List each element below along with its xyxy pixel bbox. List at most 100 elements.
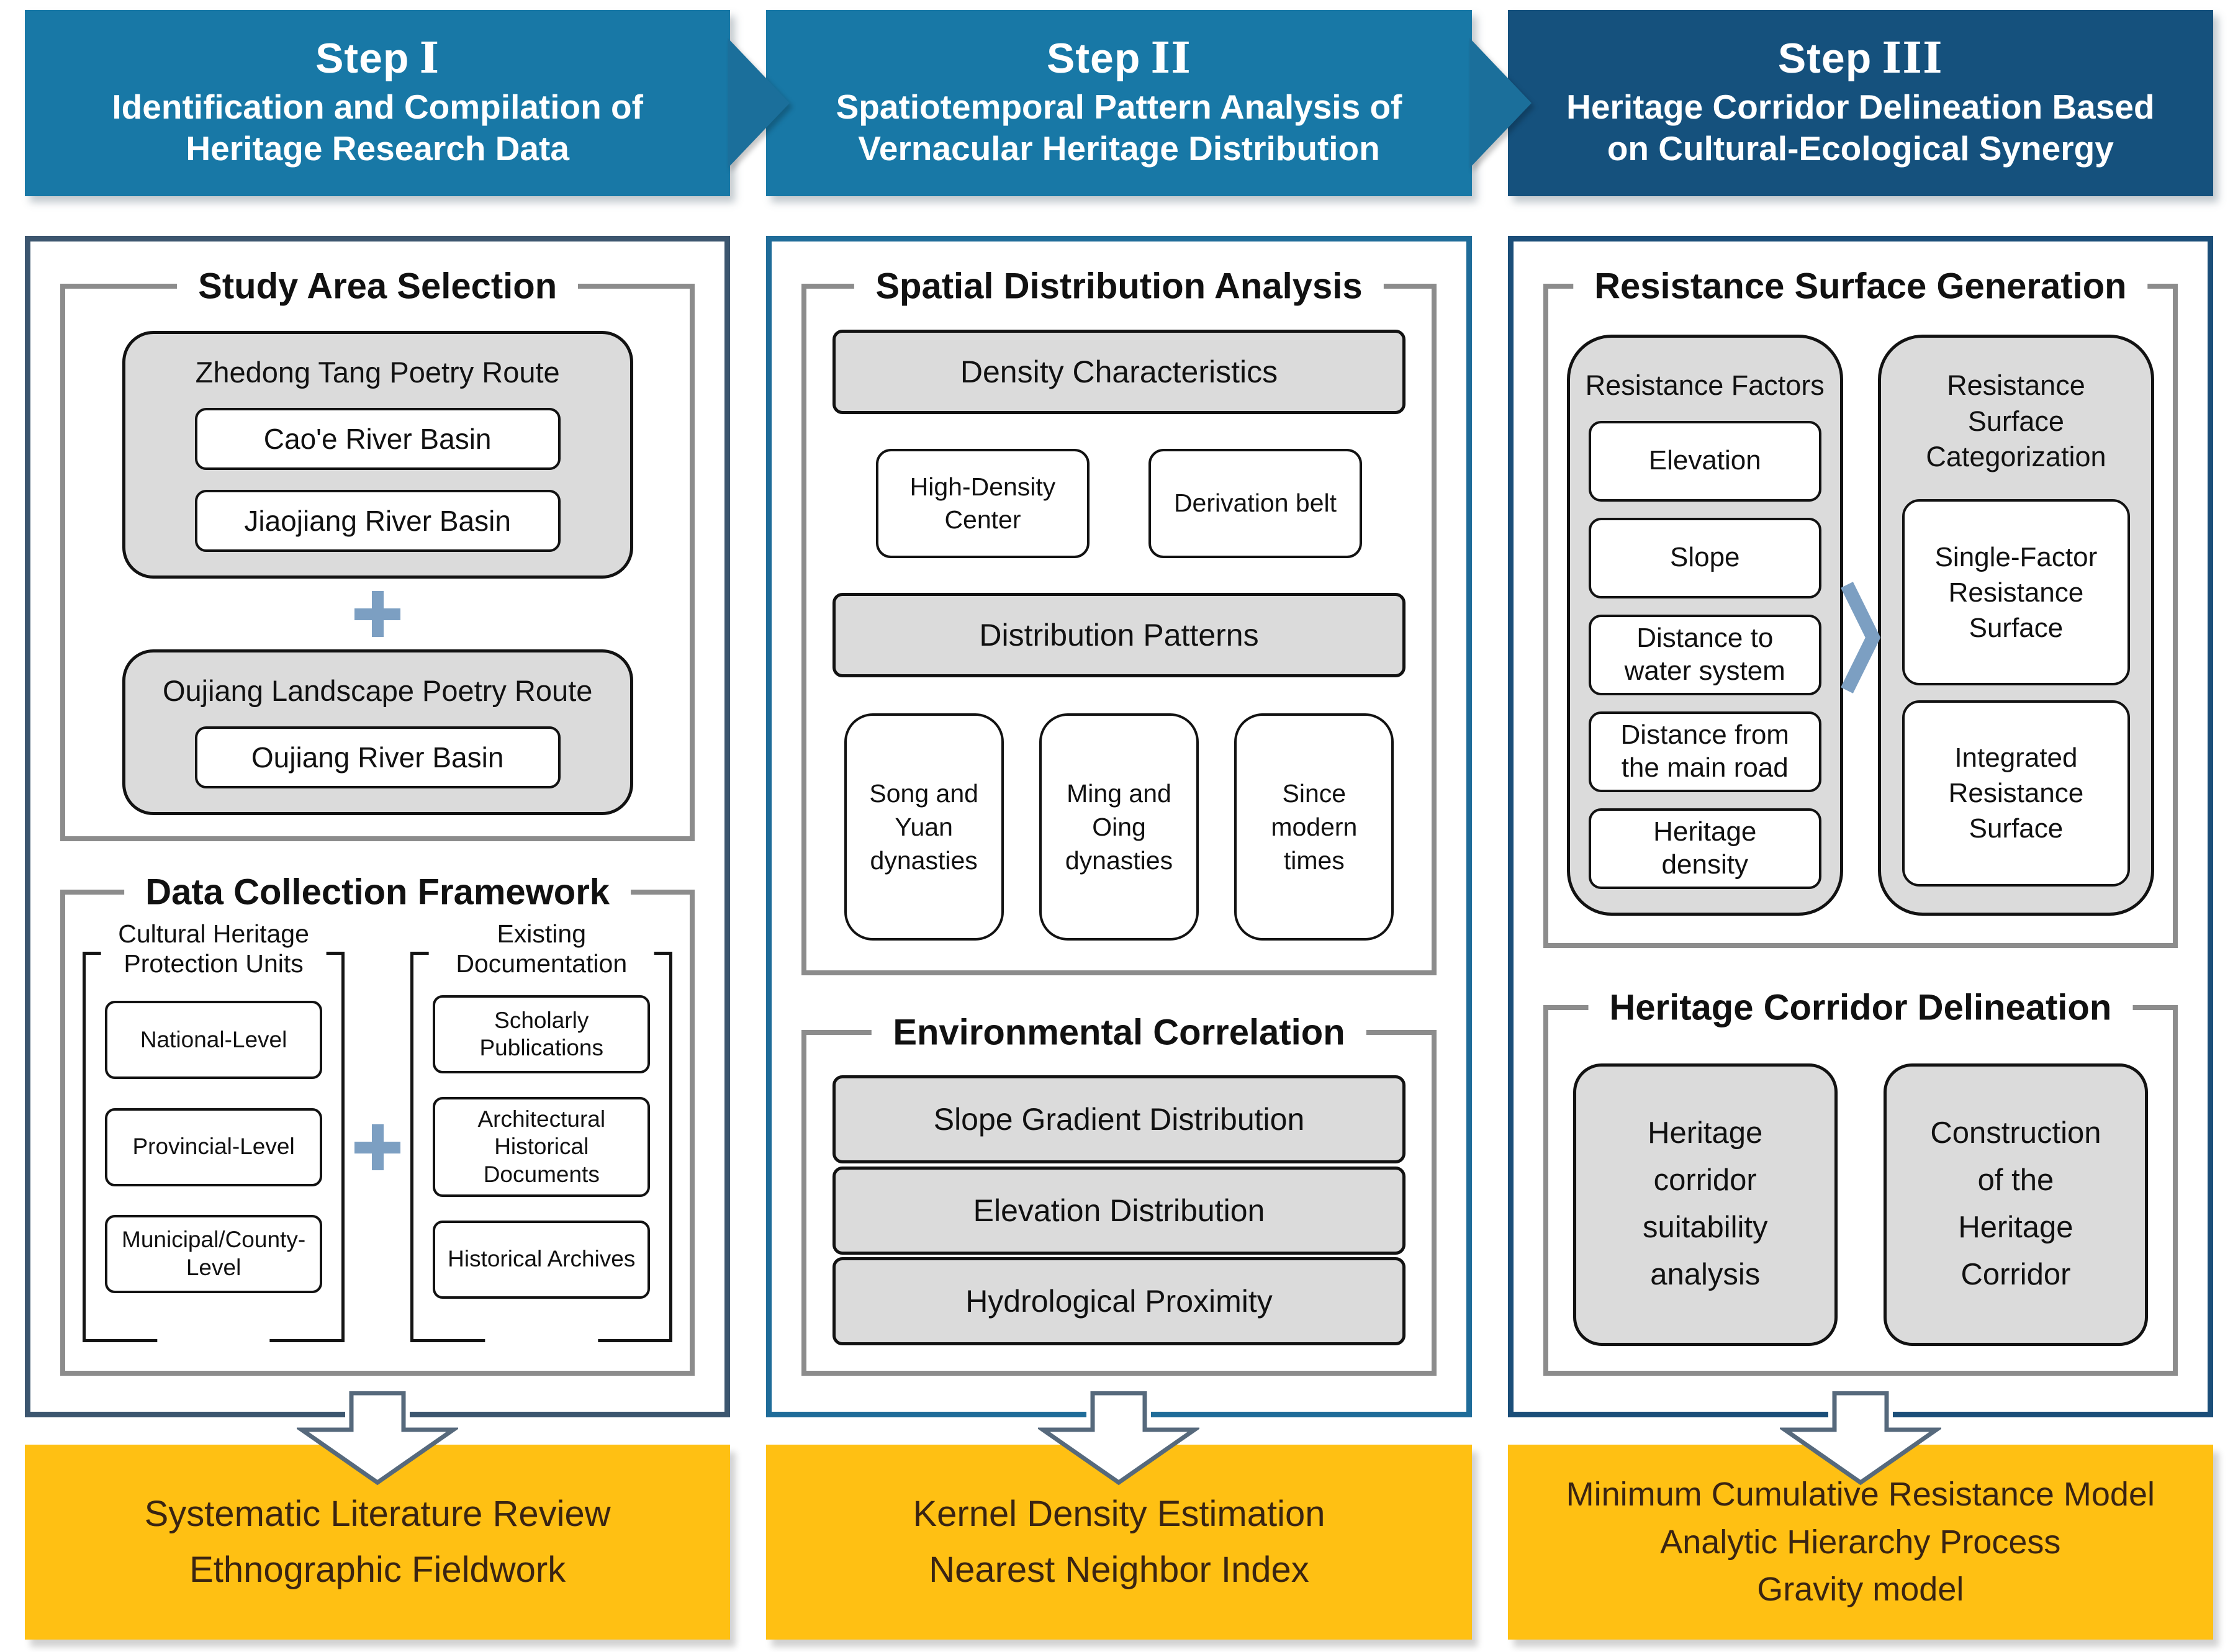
panel-item: National-Level [105,1001,322,1080]
step2-output-wrap: Kernel Density Estimation Nearest Neighb… [766,1391,1472,1640]
item-box: Single-Factor Resistance Surface [1902,499,2130,686]
step3-output-wrap: Minimum Cumulative Resistance Model Anal… [1507,1391,2213,1640]
item-box: Cao'e River Basin [194,408,561,470]
step3-body: Resistance Surface Generation Resistance… [1507,236,2213,1417]
categorization-items: Single-Factor Resistance Surface Integra… [1896,492,2136,894]
item-box: Jiaojiang River Basin [194,490,561,552]
output-line: Kernel Density Estimation [913,1494,1325,1535]
section-title: Heritage Corridor Delineation [1588,986,2133,1029]
panel-protection-units: Cultural Heritage Protection Units Natio… [83,918,345,1342]
plus-row [84,591,671,637]
panel-existing-docs: Existing Documentation Scholarly Publica… [410,918,673,1342]
panel-title: Resistance Factors [1585,369,1825,401]
item-box: Heritage density [1588,808,1821,889]
item-box: Distance to water system [1588,614,1821,695]
step2-body: Spatial Distribution Analysis Density Ch… [766,236,1472,1417]
step-label: Step [1047,35,1141,83]
section-spatial-distribution: Spatial Distribution Analysis Density Ch… [801,265,1437,975]
gray-header-box: Distribution Patterns [832,593,1406,677]
gray-item-box: Slope Gradient Distribution [832,1075,1406,1163]
item-box: Derivation belt [1148,449,1363,558]
section-resistance-surface: Resistance Surface Generation Resistance… [1543,265,2178,948]
item-box: Construction of the Heritage Corridor [1883,1063,2148,1346]
panel-title: Cultural Heritage Protection Units [101,918,327,979]
panel-item: Architectural Historical Documents [433,1096,651,1198]
pattern-items-row: Song and Yuan dynasties Ming and Oing dy… [844,713,1394,941]
output-line: Systematic Literature Review [144,1494,611,1535]
down-arrow-icon [1779,1391,1941,1486]
section-data-collection: Data Collection Framework Cultural Herit… [60,871,695,1376]
output-line: Analytic Hierarchy Process [1660,1523,2061,1561]
item-box: Distance from the main road [1588,711,1821,792]
output-line: Nearest Neighbor Index [929,1550,1309,1590]
corridor-row: Heritage corridor suitability analysis C… [1572,1063,2148,1346]
section-study-area: Study Area Selection Zhedong Tang Poetry… [60,265,695,841]
step1-output-wrap: Systematic Literature Review Ethnographi… [25,1391,731,1640]
route-group-oujiang: Oujiang Landscape Poetry Route Oujiang R… [122,649,633,815]
item-box: Since modern times [1234,713,1394,941]
group-title: Oujiang Landscape Poetry Route [162,674,593,707]
plus-icon [354,591,401,637]
panel-resistance-factors: Resistance Factors Elevation Slope Dista… [1566,335,1843,916]
step1-subtitle: Identification and Compilation of Herita… [112,87,643,168]
item-box: High-Density Center [875,449,1090,558]
gray-item-box: Hydrological Proximity [832,1257,1406,1346]
density-items-row: High-Density Center Derivation belt [875,449,1363,558]
panel-title: Resistance Surface Categorization [1926,369,2106,473]
down-arrow-icon [1038,1391,1200,1486]
panel-item: Scholarly Publications [433,995,651,1074]
down-arrow-icon [297,1391,459,1486]
item-box: Elevation [1588,420,1821,502]
section-title: Environmental Correlation [872,1011,1366,1054]
panel-item: Provincial-Level [105,1108,322,1186]
route-group-zhedong: Zhedong Tang Poetry Route Cao'e River Ba… [122,331,633,579]
output-line: Ethnographic Fieldwork [189,1550,566,1590]
arrow-right-icon [1469,38,1532,168]
arrow-right-icon [728,38,790,168]
plus-icon [354,1124,401,1170]
group-title: Zhedong Tang Poetry Route [195,356,560,389]
step2-subtitle: Spatiotemporal Pattern Analysis of Verna… [836,87,1402,168]
item-box: Slope [1588,517,1821,598]
step1-body: Study Area Selection Zhedong Tang Poetry… [25,236,731,1417]
step-numeral: I [419,34,440,84]
item-box: Heritage corridor suitability analysis [1572,1063,1838,1346]
section-environmental-correlation: Environmental Correlation Slope Gradient… [801,1011,1437,1376]
step-label: Step [315,35,410,83]
output-line: Gravity model [1757,1571,1964,1609]
gray-header-box: Density Characteristics [832,330,1406,414]
item-box: Song and Yuan dynasties [844,713,1004,941]
section-title: Study Area Selection [177,265,579,307]
gray-item-box: Elevation Distribution [832,1166,1406,1255]
step3-subtitle: Heritage Corridor Delineation Based on C… [1566,87,2155,168]
step1-output: Systematic Literature Review Ethnographi… [25,1445,731,1640]
chevron-right-icon [1840,582,1880,693]
item-box: Integrated Resistance Surface [1902,700,2130,887]
resistance-row: Resistance Factors Elevation Slope Dista… [1566,335,2154,916]
item-box: Ming and Oing dynasties [1039,713,1199,941]
section-title: Resistance Surface Generation [1573,265,2148,307]
item-box: Oujiang River Basin [194,726,561,788]
section-title: Spatial Distribution Analysis [854,265,1384,307]
step-label: Step [1777,35,1872,83]
section-corridor-delineation: Heritage Corridor Delineation Heritage c… [1543,986,2178,1376]
panel-title: Existing Documentation [428,918,654,979]
step-numeral: II [1150,34,1191,84]
panel-item: Historical Archives [433,1220,651,1299]
bracket-gap [157,1336,270,1342]
panel-item: Municipal/County-Level [105,1214,322,1293]
bracket-gap [485,1336,598,1342]
section-title: Data Collection Framework [124,871,631,913]
step-numeral: III [1882,34,1943,84]
panel-surface-categorization: Resistance Surface Categorization Single… [1877,335,2154,916]
